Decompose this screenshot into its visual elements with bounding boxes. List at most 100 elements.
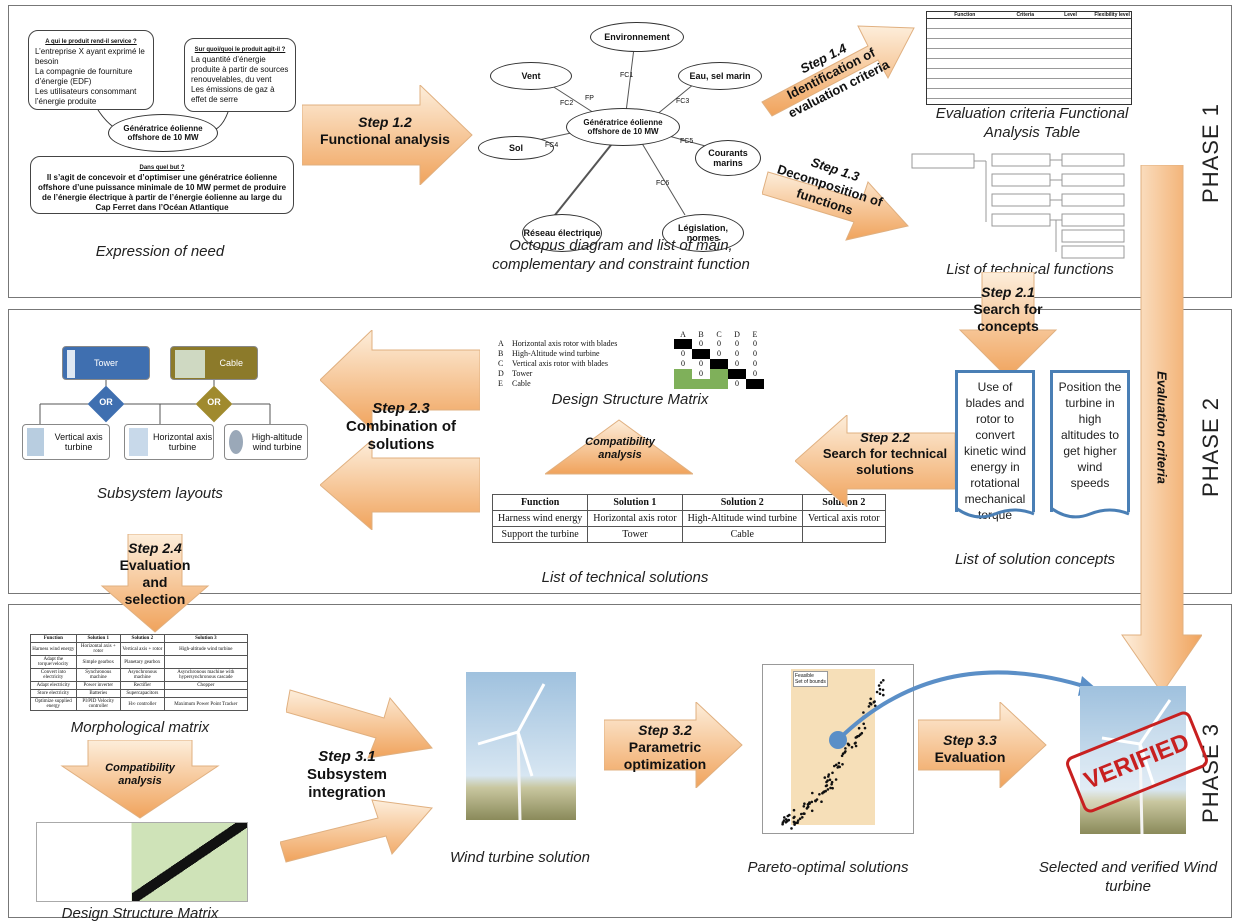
morph-cell: Planetary gearbox (119, 655, 165, 669)
concept-card-1: Use of blades and rotor to convert kinet… (955, 370, 1035, 522)
compat-arrow-phase3 (60, 740, 220, 819)
tech-cell: Support the turbine (491, 526, 589, 543)
morph-header: Function (30, 634, 77, 643)
octopus-link-fc1: FC1 (620, 72, 634, 79)
step32-number: Step 3.2 (638, 722, 692, 738)
layout-highalt-node: High-altitude wind turbine (224, 424, 308, 460)
dsm-cell (746, 379, 764, 389)
step23-number: Step 2.3 (372, 400, 430, 417)
octopus-link-fc5: FC5 (680, 138, 694, 145)
pareto-point (862, 711, 865, 714)
step32-label: Step 3.2 Parametric optimization (610, 722, 720, 773)
octopus-link-fc3: FC3 (676, 98, 690, 105)
pareto-point (867, 705, 871, 708)
dsm-cell: 0 (717, 339, 721, 348)
step33-label: Step 3.3 Evaluation (922, 732, 1018, 766)
step32-arrow (604, 702, 743, 788)
need-who-item: La compagnie de fourniture d’énergie (ED… (35, 67, 133, 86)
pareto-point (873, 700, 876, 703)
step31-number: Step 3.1 (318, 748, 376, 765)
dsm-cell (674, 379, 692, 389)
dsm-cell: 0 (753, 369, 757, 378)
step24-number: Step 2.4 (128, 540, 182, 556)
selected-turbine-icon (1101, 699, 1172, 835)
octopus-node-courants: Courants marins (695, 140, 761, 176)
step31-arrow-top (286, 689, 433, 759)
octopus-node-environnement: Environnement (590, 22, 684, 52)
morph-cell: PI/PID Velocity controller (75, 697, 121, 711)
octopus-product-oval: Génératrice éolienne offshore de 10 MW (566, 108, 680, 146)
step13-arrow (762, 171, 909, 241)
pareto-point (790, 827, 793, 830)
pareto-point (860, 731, 864, 735)
dsm-cell (692, 379, 710, 389)
caption-octopus: Octopus diagram and list of main, comple… (492, 237, 750, 273)
layout-cable-label: Cable (219, 358, 243, 368)
dsm-col: A (680, 330, 686, 339)
octopus-link-fp: FP (585, 95, 594, 102)
dsm-col: E (752, 330, 758, 339)
octopus-node-sol: Sol (478, 136, 554, 160)
step33-number: Step 3.3 (943, 732, 997, 748)
tech-header: Function (491, 494, 589, 511)
morph-cell: Synchronous machine (75, 668, 121, 682)
pareto-point (824, 784, 828, 788)
morph-cell: Convert into electricity (30, 668, 77, 682)
highalt-turbine-thumbnail (229, 430, 244, 454)
dsm-cell (710, 369, 728, 379)
step23-text: Combination of solutions (346, 418, 456, 453)
pareto-point (811, 791, 814, 795)
layout-highalt-label: High-altitude wind turbine (251, 432, 303, 452)
step12-label: Step 1.2 Functional analysis (310, 114, 460, 148)
horizontal-turbine-thumbnail (129, 428, 149, 456)
morph-cell (163, 655, 249, 669)
caption-dsm-phase3: Design Structure Matrix (61, 905, 219, 922)
tech-cell (802, 526, 886, 543)
pareto-point (874, 704, 877, 708)
dsm-col: C (716, 330, 722, 339)
octopus-node-legislation: Législation, normes (662, 214, 744, 252)
dsm-row-label: Vertical axis rotor with blades (512, 359, 608, 368)
evaluation-criteria-table: Function Criteria Level Flexibility leve… (926, 11, 1132, 105)
layout-or-tower-label: OR (99, 397, 113, 407)
morph-cell: Simple gearbox (75, 655, 121, 669)
pareto-point (830, 783, 833, 786)
wind-turbine-photo (466, 672, 576, 821)
need-why-text: Il s’agit de concevoir et d’optimiser un… (37, 173, 287, 212)
pareto-point (792, 808, 796, 812)
dsm-row-label: High-Altitude wind turbine (512, 349, 600, 358)
dsm-phase3 (36, 822, 248, 902)
dsm-cell: 0 (735, 349, 739, 358)
technical-functions-tree (911, 153, 1125, 259)
dsm-row-code: B (498, 349, 504, 358)
pareto-point (854, 741, 857, 745)
dsm-cell (674, 369, 692, 379)
pareto-point (831, 786, 834, 790)
morph-cell: Rectifier (119, 681, 165, 690)
layout-connectors (39, 380, 271, 424)
pareto-point (822, 790, 825, 794)
pareto-point (869, 697, 872, 701)
tech-cell: High-Altitude wind turbine (681, 510, 804, 527)
step31-label: Step 3.1 Subsystem integration (292, 748, 402, 802)
pareto-point (854, 744, 858, 748)
octopus-link-fc2: FC2 (560, 100, 574, 107)
pareto-point (803, 812, 806, 815)
layout-cable-node: Cable (170, 346, 258, 380)
pareto-point (826, 788, 830, 791)
step22-text: Search for technical solutions (822, 446, 948, 477)
pareto-legend-feasible: Feasible (795, 673, 814, 679)
pareto-point (810, 800, 814, 804)
concept-card-2-wave (1050, 506, 1130, 519)
step33-arrow (918, 702, 1047, 788)
need-who-title: A qui le produit rend-il service ? (45, 39, 137, 45)
pareto-point (837, 761, 841, 765)
step32-text: Parametric optimization (623, 739, 707, 772)
step24-text: Evaluation and selection (119, 557, 191, 607)
need-what-item: La quantité d’énergie produite à partir … (191, 55, 289, 84)
